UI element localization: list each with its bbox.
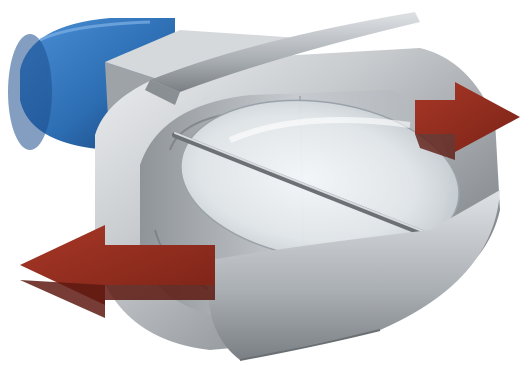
damper-svg	[0, 0, 527, 374]
damper-illustration	[0, 0, 527, 374]
